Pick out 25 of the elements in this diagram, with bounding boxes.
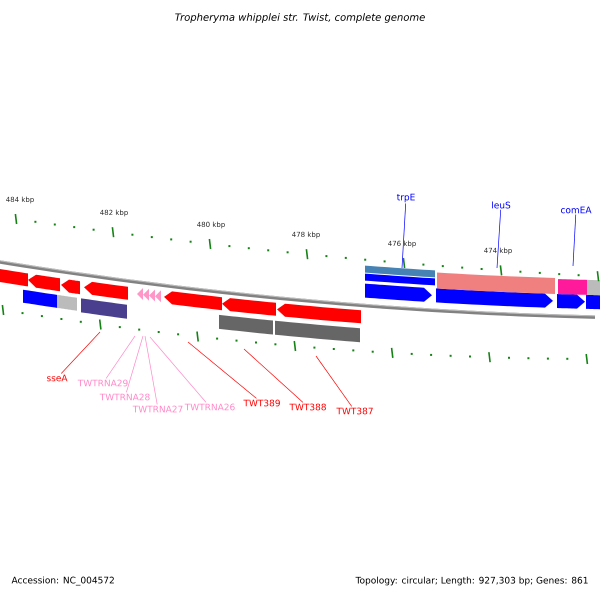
- gene-label: sseA: [46, 374, 68, 382]
- gene-label: trpE: [396, 194, 415, 202]
- leader-line: [150, 336, 206, 403]
- leader-line: [244, 348, 304, 403]
- leader-line: [60, 332, 100, 374]
- leader-line: [144, 336, 158, 405]
- gene-label: TWT387: [336, 408, 373, 414]
- accession-text: Accession: NC_004572: [12, 576, 114, 586]
- leader-line: [316, 356, 352, 407]
- leader-line: [106, 336, 136, 379]
- gene-label: TWTRNA28: [100, 394, 150, 400]
- gene-label: TWT388: [289, 404, 326, 410]
- gene-label: TWTRNA26: [184, 404, 235, 410]
- leader-line: [496, 209, 502, 268]
- title: Tropheryma whipplei str. Twist, complete genome: [175, 13, 425, 23]
- leader-line: [402, 203, 406, 268]
- gene-label: TWTRNA27: [132, 406, 182, 412]
- leader-line: [126, 336, 144, 393]
- genome-info-text: Topology: circular; Length: 927,303 bp; Genes: 861: [356, 576, 588, 586]
- leader-line: [188, 342, 257, 399]
- gene-label: TWTRNA29: [78, 380, 128, 386]
- leader-line: [572, 214, 576, 266]
- gene-label: comEA: [560, 206, 592, 214]
- gene-label: leuS: [492, 202, 510, 208]
- gene-label: TWT389: [243, 400, 280, 406]
